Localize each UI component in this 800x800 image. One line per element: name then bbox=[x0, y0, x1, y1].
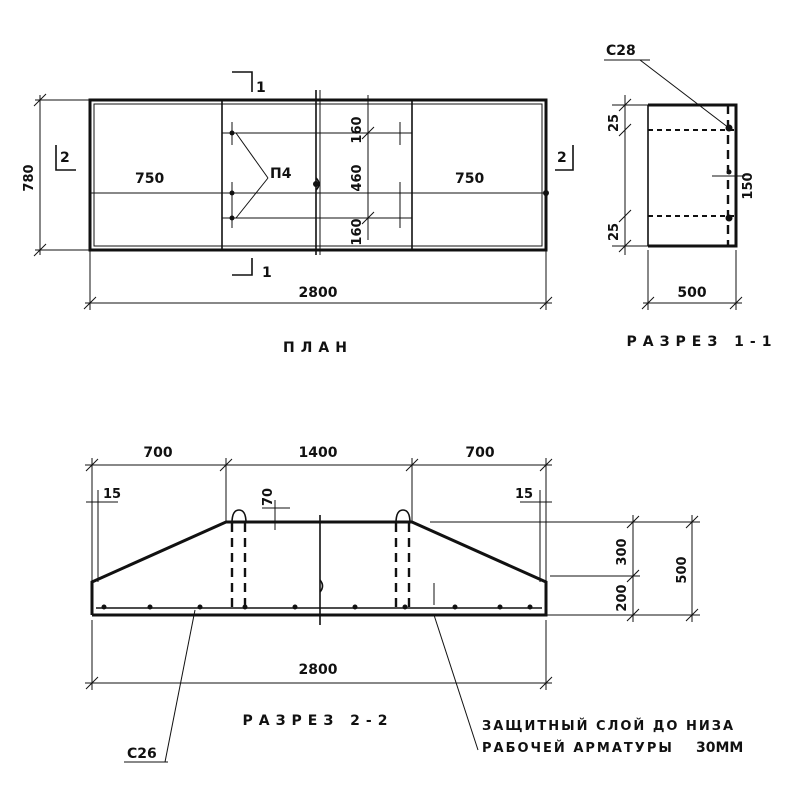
cut-1-bottom-label: 1 bbox=[262, 265, 272, 281]
plan-outline bbox=[88, 98, 548, 252]
section-2-dim-length: 2800 bbox=[299, 662, 338, 678]
cut-mark-2-left bbox=[55, 145, 76, 171]
plan-view: П4 750 750 160 460 160 780 2800 1 1 2 bbox=[22, 71, 574, 356]
section-2-rebar-leader bbox=[164, 609, 196, 763]
plan-bolt-label: П4 bbox=[270, 166, 292, 182]
section-2-dim-right: 700 bbox=[465, 445, 494, 461]
section-2-rebar-dots bbox=[101, 604, 533, 610]
section-2-dim-edge-right: 15 bbox=[515, 487, 533, 502]
section-1-caption: РАЗРЕЗ 1-1 bbox=[627, 334, 778, 350]
section-2-view: 700 1400 700 15 15 70 300 200 500 bbox=[85, 445, 743, 763]
section-1-dim-width: 500 bbox=[677, 285, 706, 301]
cut-mark-1-top bbox=[232, 71, 253, 92]
plan-dim-left: 750 bbox=[135, 171, 164, 187]
section-1-rebar-leader bbox=[639, 59, 730, 129]
section-2-caption: РАЗРЕЗ 2-2 bbox=[243, 713, 394, 729]
plan-dim-right: 750 bbox=[455, 171, 484, 187]
bolt-markers bbox=[225, 122, 549, 228]
section-1-dim-top: 25 bbox=[607, 114, 622, 132]
section-2-outline bbox=[90, 520, 548, 617]
section-1-rebar-label: С28 bbox=[606, 43, 636, 59]
plan-dim-bottom: 160 bbox=[350, 218, 365, 245]
section-2-note-line1: ЗАЩИТНЫЙ СЛОЙ ДО НИЗА bbox=[482, 718, 735, 734]
section-2-dim-edge-left: 15 bbox=[103, 487, 121, 502]
plan-dim-top: 160 bbox=[350, 116, 365, 143]
section-2-lifting-loop-left bbox=[230, 509, 247, 612]
cut-2-left-label: 2 bbox=[60, 150, 70, 166]
section-2-note-line2: РАБОЧЕЙ АРМАТУРЫ bbox=[482, 740, 674, 756]
section-1-dim-bottom: 25 bbox=[607, 223, 622, 241]
section-2-dim-lower: 200 bbox=[615, 584, 630, 611]
plan-caption: ПЛАН bbox=[283, 340, 353, 356]
cut-mark-1-bottom bbox=[232, 258, 253, 276]
section-2-note-leader bbox=[433, 614, 479, 751]
cut-2-right-label: 2 bbox=[557, 150, 567, 166]
plan-inner-outline bbox=[93, 103, 543, 247]
section-2-dim-middle: 1400 bbox=[299, 445, 338, 461]
cut-1-top-label: 1 bbox=[256, 80, 266, 96]
section-2-note-value: 30ММ bbox=[696, 740, 743, 756]
section-2-dim-loop: 70 bbox=[261, 488, 276, 506]
section-2-lifting-loop-right bbox=[394, 509, 411, 612]
section-1-view: С28 25 25 150 500 РАЗРЕЗ 1-1 bbox=[604, 43, 778, 350]
plan-dim-length: 2800 bbox=[299, 285, 338, 301]
plan-dim-height: 780 bbox=[22, 164, 37, 191]
section-2-dim-left: 700 bbox=[143, 445, 172, 461]
section-2-dim-upper: 300 bbox=[615, 538, 630, 565]
plan-dim-middle: 460 bbox=[350, 164, 365, 191]
cut-mark-2-right bbox=[555, 145, 574, 171]
bolt-leader-1 bbox=[235, 132, 269, 179]
section-1-dim-side: 150 bbox=[741, 172, 756, 199]
section-2-rebar-label: С26 bbox=[127, 746, 157, 762]
bolt-leader-2 bbox=[235, 177, 269, 219]
section-2-dim-total-height: 500 bbox=[675, 556, 690, 583]
